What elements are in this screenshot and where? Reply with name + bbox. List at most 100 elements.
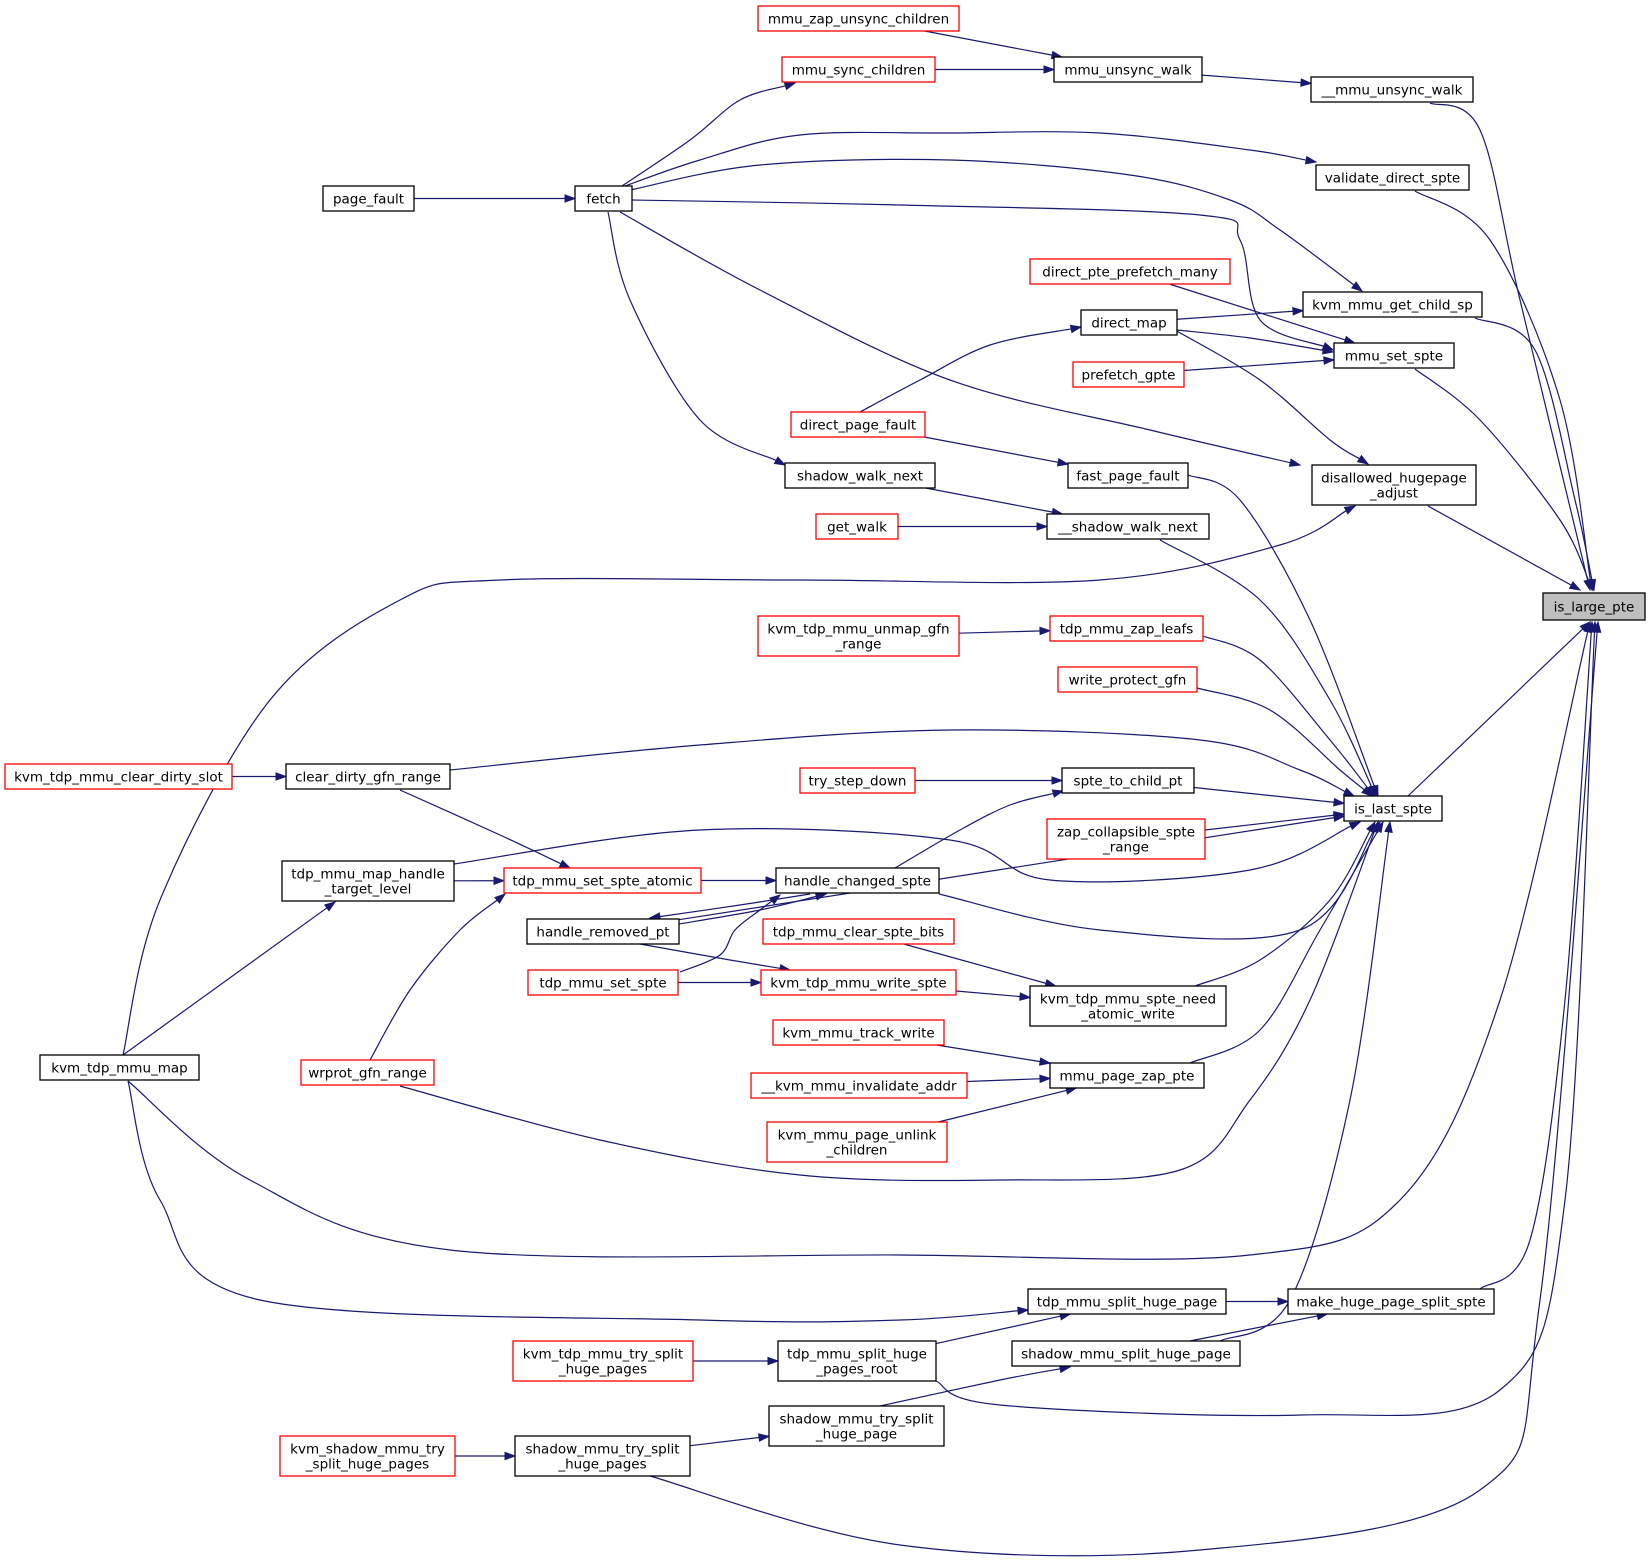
node-shadow_mmu_split_huge_page[interactable]: shadow_mmu_split_huge_page: [1011, 1340, 1241, 1367]
node-box: [815, 513, 899, 540]
node-kvm_tdp_mmu_write_spte[interactable]: kvm_tdp_mmu_write_spte: [760, 969, 957, 996]
edge-kvm_tdp_mmu_try_split_huge_pages-to-tdp_mmu_split_huge_pages_root: [693, 1356, 780, 1366]
node-kvm_mmu_page_unlink_children[interactable]: kvm_mmu_page_unlink_children: [766, 1121, 948, 1163]
node-handle_removed_pt[interactable]: handle_removed_pt: [526, 918, 680, 945]
node-label: _atomic_write: [1080, 1007, 1175, 1023]
edge-arrowhead: [494, 893, 507, 904]
edge-tdp_mmu_set_spte-to-handle_changed_spte: [679, 894, 782, 973]
node-direct_map[interactable]: direct_map: [1080, 309, 1178, 336]
edge-line: [938, 1089, 1069, 1123]
node-direct_page_fault[interactable]: direct_page_fault: [790, 411, 926, 438]
node-kvm_tdp_mmu_clear_dirty_slot[interactable]: kvm_tdp_mmu_clear_dirty_slot: [4, 763, 233, 790]
edge-line: [1414, 368, 1591, 584]
edge-line: [1176, 310, 1296, 320]
node-box: [526, 918, 680, 945]
edge-kvm_tdp_mmu_unmap_gfn_range-to-tdp_mmu_zap_leafs: [958, 626, 1052, 636]
edge-arrowhead: [1592, 620, 1602, 633]
edge-arrowhead: [1051, 776, 1064, 785]
node-make_huge_page_split_spte[interactable]: make_huge_page_split_spte: [1287, 1288, 1495, 1315]
edge-line: [1474, 317, 1593, 583]
node-zap_collapsible_spte_range[interactable]: zap_collapsible_spte_range: [1046, 818, 1206, 860]
node-mmu_zap_unsync_children[interactable]: mmu_zap_unsync_children: [757, 5, 960, 32]
node-kvm_mmu_get_child_sp[interactable]: kvm_mmu_get_child_sp: [1302, 291, 1483, 318]
edge-kvm_tdp_mmu_map-to-tdp_mmu_split_huge_page: [127, 1080, 1030, 1323]
node-box: [574, 185, 633, 212]
node-box: [39, 1054, 200, 1081]
edge-handle_removed_pt-to-kvm_tdp_mmu_write_spte: [639, 943, 792, 973]
edge-line: [621, 84, 788, 187]
edge-line: [678, 816, 1337, 921]
edge-arrowhead: [1038, 1057, 1052, 1066]
edge-line: [1187, 474, 1376, 789]
node-fetch[interactable]: fetch: [574, 185, 633, 212]
node-validate_direct_spte[interactable]: validate_direct_spte: [1315, 164, 1470, 191]
node-prefetch_gpte[interactable]: prefetch_gpte: [1072, 361, 1185, 388]
node-kvm_tdp_mmu_spte_need_atomic_write[interactable]: kvm_tdp_mmu_spte_need_atomic_write: [1029, 985, 1227, 1027]
edge-shadow_walk_next-to-__shadow_walk_next: [925, 487, 1064, 517]
node-write_protect_gfn[interactable]: write_protect_gfn: [1057, 666, 1198, 693]
edge-arrowhead: [1384, 820, 1393, 834]
node-fast_page_fault[interactable]: fast_page_fault: [1067, 462, 1189, 489]
edge-shadow_mmu_try_split_huge_pages-to-is_large_pte: [649, 620, 1602, 1557]
node-tdp_mmu_split_huge_pages_root[interactable]: tdp_mmu_split_huge_pages_root: [777, 1340, 937, 1382]
node-tdp_mmu_clear_spte_bits[interactable]: tdp_mmu_clear_spte_bits: [762, 918, 955, 945]
node-get_walk[interactable]: get_walk: [815, 513, 899, 540]
edge-arrowhead: [1300, 78, 1313, 87]
node-tdp_mmu_zap_leafs[interactable]: tdp_mmu_zap_leafs: [1049, 615, 1204, 642]
node-handle_changed_spte[interactable]: handle_changed_spte: [775, 867, 940, 894]
node-box: [1542, 592, 1646, 621]
edge-line: [1427, 505, 1574, 587]
node-__kvm_mmu_invalidate_addr[interactable]: __kvm_mmu_invalidate_addr: [750, 1072, 968, 1099]
node-label: write_protect_gfn: [1069, 673, 1187, 689]
node-box: [1311, 464, 1477, 506]
node-spte_to_child_pt[interactable]: spte_to_child_pt: [1061, 767, 1195, 794]
edge-line: [935, 1315, 1063, 1345]
node-__shadow_walk_next[interactable]: __shadow_walk_next: [1046, 513, 1210, 540]
node-label: tdp_mmu_split_huge_page: [1037, 1295, 1217, 1311]
node-label: kvm_tdp_mmu_map: [51, 1061, 188, 1077]
node-label: make_huge_page_split_spte: [1296, 1295, 1485, 1311]
node-direct_pte_prefetch_many[interactable]: direct_pte_prefetch_many: [1029, 258, 1231, 285]
node-box: [1046, 513, 1210, 540]
edge-arrowhead: [758, 1433, 771, 1442]
node-is_last_spte[interactable]: is_last_spte: [1343, 795, 1443, 822]
edge-arrowhead: [1056, 457, 1070, 467]
node-shadow_mmu_try_split_huge_pages[interactable]: shadow_mmu_try_split_huge_pages: [514, 1435, 691, 1477]
node-tdp_mmu_split_huge_page[interactable]: tdp_mmu_split_huge_page: [1027, 1288, 1227, 1315]
node-page_fault[interactable]: page_fault: [322, 185, 415, 212]
node-box: [757, 615, 960, 657]
node-kvm_shadow_mmu_try_split_huge_pages[interactable]: kvm_shadow_mmu_try_split_huge_pages: [279, 1435, 456, 1477]
node-shadow_mmu_try_split_huge_page[interactable]: shadow_mmu_try_split_huge_page: [768, 1405, 945, 1447]
node-kvm_tdp_mmu_try_split_huge_pages[interactable]: kvm_tdp_mmu_try_split_huge_pages: [512, 1340, 694, 1382]
node-tdp_mmu_set_spte[interactable]: tdp_mmu_set_spte: [527, 969, 679, 996]
node-try_step_down[interactable]: try_step_down: [799, 767, 916, 794]
node-box: [1061, 767, 1195, 794]
node-__mmu_unsync_walk[interactable]: __mmu_unsync_walk: [1310, 76, 1474, 103]
edge-arrowhead: [493, 876, 506, 886]
node-clear_dirty_gfn_range[interactable]: clear_dirty_gfn_range: [285, 763, 451, 790]
node-box: [1333, 342, 1455, 369]
node-mmu_unsync_walk[interactable]: mmu_unsync_walk: [1053, 56, 1203, 83]
edge-arrowhead: [323, 901, 337, 912]
node-mmu_page_zap_pte[interactable]: mmu_page_zap_pte: [1049, 1062, 1205, 1089]
edge-make_huge_page_split_spte-to-is_large_pte: [1479, 620, 1596, 1290]
edge-mmu_sync_children-to-mmu_unsync_walk: [935, 65, 1056, 74]
edge-arrowhead: [773, 456, 787, 466]
node-wrprot_gfn_range[interactable]: wrprot_gfn_range: [300, 1059, 435, 1086]
edge-line: [1219, 829, 1390, 1342]
node-kvm_mmu_track_write[interactable]: kvm_mmu_track_write: [772, 1019, 945, 1046]
node-mmu_set_spte[interactable]: mmu_set_spte: [1333, 342, 1455, 369]
edge-arrowhead: [1069, 324, 1083, 334]
node-label: kvm_tdp_mmu_clear_dirty_slot: [14, 770, 223, 786]
node-tdp_mmu_set_spte_atomic[interactable]: tdp_mmu_set_spte_atomic: [503, 867, 702, 894]
node-kvm_tdp_mmu_unmap_gfn_range[interactable]: kvm_tdp_mmu_unmap_gfn_range: [757, 615, 960, 657]
edge-layer: [122, 30, 1602, 1557]
node-kvm_tdp_mmu_map[interactable]: kvm_tdp_mmu_map: [39, 1054, 200, 1081]
node-disallowed_hugepage_adjust[interactable]: disallowed_hugepage_adjust: [1311, 464, 1477, 506]
node-mmu_sync_children[interactable]: mmu_sync_children: [781, 56, 936, 83]
edge-line: [903, 943, 1049, 985]
node-is_large_pte[interactable]: is_large_pte: [1542, 592, 1646, 621]
node-shadow_walk_next[interactable]: shadow_walk_next: [784, 462, 936, 489]
edge-line: [619, 211, 1293, 464]
node-tdp_mmu_map_handle_target_level[interactable]: tdp_mmu_map_handle_target_level: [281, 860, 455, 902]
